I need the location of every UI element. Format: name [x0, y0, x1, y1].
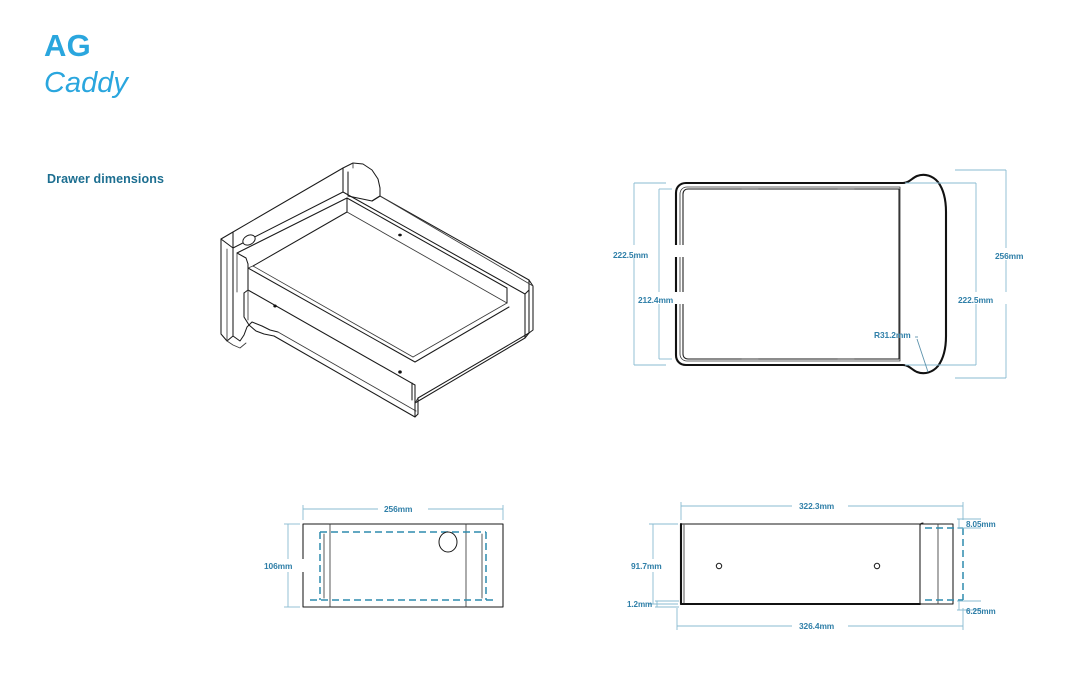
dim-label-91-7: 91.7mm: [631, 561, 662, 571]
dimension-side-height: 91.7mm: [629, 523, 678, 605]
isometric-drawer-view: [220, 162, 534, 418]
product-model-name: Caddy: [44, 66, 128, 99]
dim-label-6-25: 6.25mm: [966, 607, 996, 616]
side-elevation-view: 322.3mm 326.4mm 91.7mm: [627, 499, 996, 632]
dimension-side-bottom-offset: 6.25mm: [957, 600, 996, 616]
top-plan-view: 222.5mm 212.4mm 256mm: [613, 169, 1048, 379]
dimension-top-right-outer: 256mm: [955, 169, 1048, 379]
dim-label-256-top: 256mm: [995, 251, 1023, 261]
dimension-side-bottom-length: 326.4mm: [676, 608, 964, 632]
dimension-top-left-inner: 212.4mm: [638, 188, 717, 360]
dim-label-256-front: 256mm: [384, 504, 412, 514]
dimension-side-top-length: 322.3mm: [680, 499, 964, 520]
dim-label-222-5-right: 222.5mm: [958, 295, 993, 305]
front-elevation-view: 256mm 106mm: [262, 502, 504, 608]
dimension-front-width: 256mm: [302, 502, 504, 520]
dim-label-8-05: 8.05mm: [966, 520, 996, 529]
section-heading: Drawer dimensions: [47, 172, 165, 186]
dimension-top-left-outer: 222.5mm: [613, 182, 691, 366]
dim-label-1-2: 1.2mm: [627, 600, 652, 609]
brand-name: AG: [44, 28, 91, 63]
dimension-top-right-inner: 222.5mm: [905, 182, 1018, 366]
dim-label-106: 106mm: [264, 561, 292, 571]
dimension-side-base-thickness: 1.2mm: [627, 600, 679, 609]
title-block: AG Caddy: [44, 28, 128, 101]
dim-label-322-3: 322.3mm: [799, 501, 834, 511]
dim-label-326-4: 326.4mm: [799, 621, 834, 631]
dim-label-222-5-left: 222.5mm: [613, 250, 648, 260]
dimension-side-top-offset: 8.05mm: [957, 518, 996, 529]
dimension-corner-radius: R31.2mm: [874, 330, 929, 373]
dim-label-r31-2: R31.2mm: [874, 330, 911, 340]
dim-label-212-4: 212.4mm: [638, 295, 673, 305]
dimension-front-height: 106mm: [262, 523, 306, 608]
